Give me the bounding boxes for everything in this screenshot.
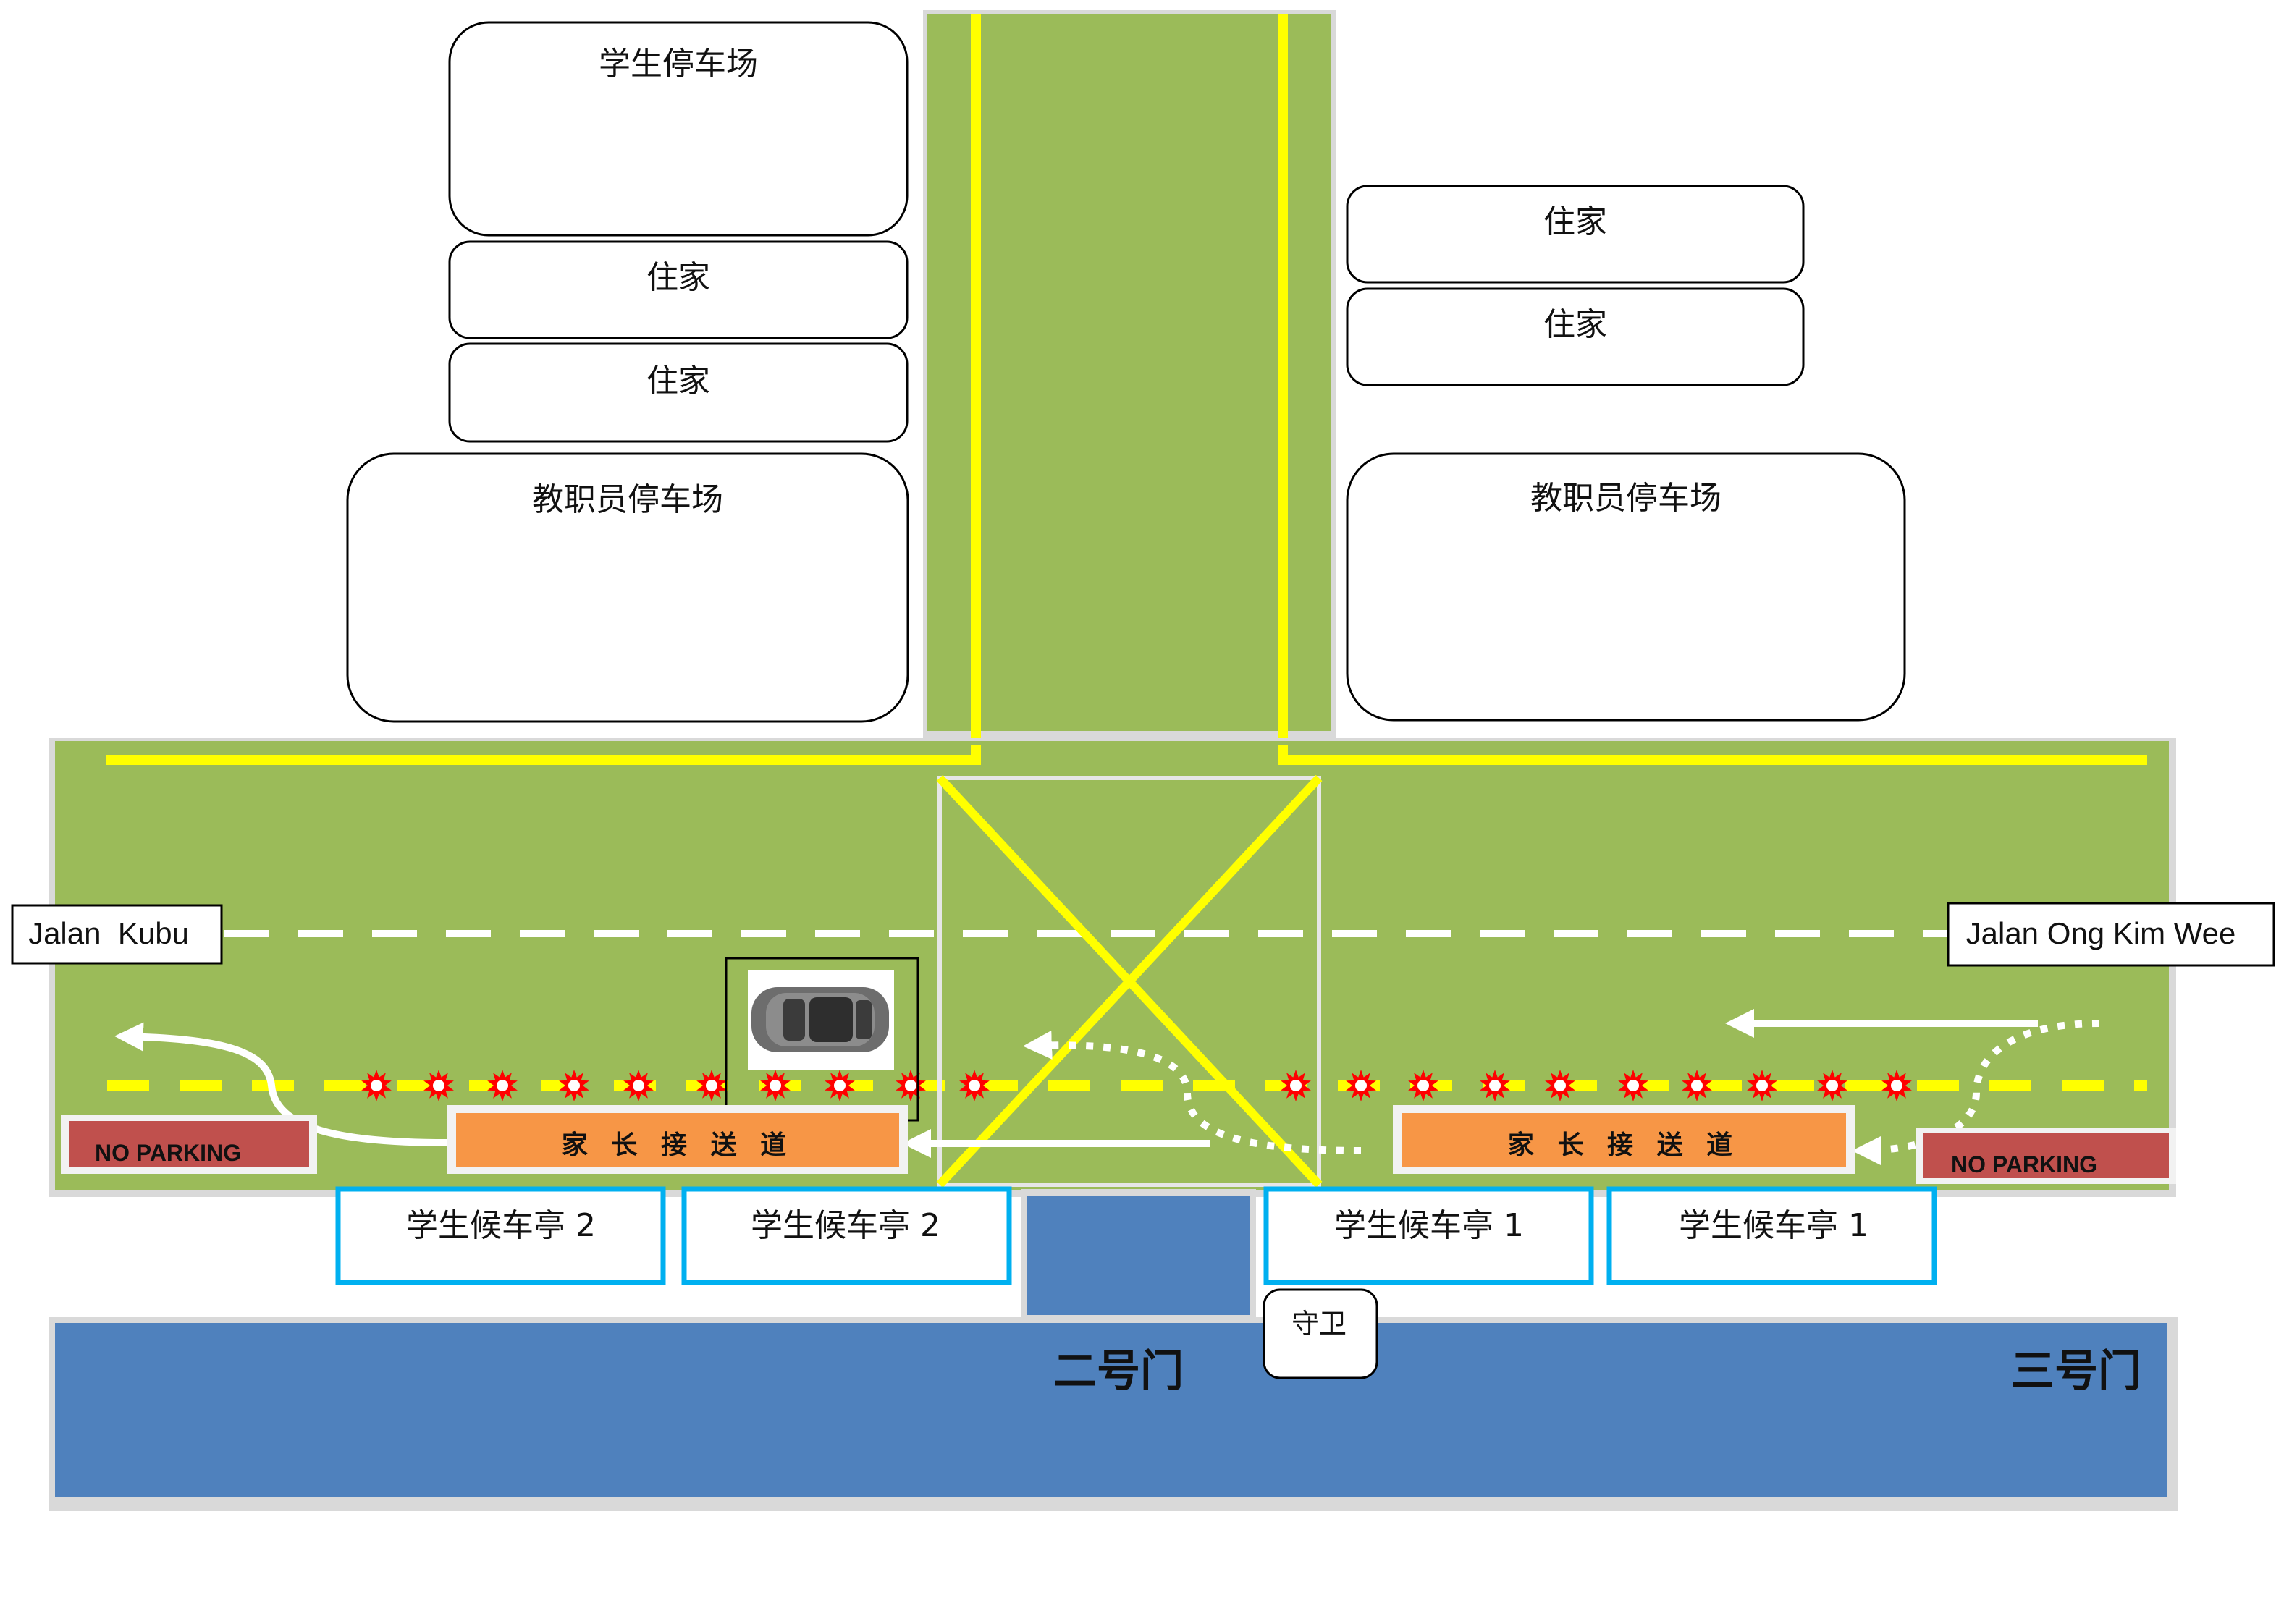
residence-left-1: 住家 (448, 240, 909, 339)
red-starburst-icon (1408, 1070, 1438, 1101)
road-label-left: Jalan Kubu (11, 904, 223, 965)
guard-post: 守卫 (1263, 1288, 1378, 1379)
red-starburst-icon (959, 1070, 990, 1101)
red-starburst-icon (487, 1070, 518, 1101)
no-parking-label: NO PARKING (1951, 1151, 2097, 1177)
dotted-arrow-icon (1852, 1020, 2100, 1165)
no-parking-sign-right: NO PARKING (1916, 1128, 2176, 1184)
residence-label: 住家 (1543, 306, 1607, 343)
shelter-label: 学生候车亭 1 (1679, 1207, 1868, 1244)
residence-label: 住家 (646, 259, 710, 296)
curved-arrow-icon (114, 1022, 448, 1146)
residence-right-2: 住家 (1346, 287, 1805, 386)
residence-right-1: 住家 (1346, 185, 1805, 284)
road-name-jalan-kubu: Jalan Kubu (28, 916, 189, 950)
gate-3-label: 三号门 (2011, 1346, 2141, 1397)
student-shelter-1b: 学生候车亭 1 (1606, 1186, 1937, 1285)
pickup-lane-label: 家 长 接 送 道 (1508, 1130, 1740, 1160)
no-parking-sign-left: NO PARKING (61, 1115, 317, 1174)
staff-parking-lot-left: 教职员停车场 (346, 452, 909, 723)
dotted-arrow-icon (1023, 1030, 1362, 1154)
red-starburst-icon (1881, 1070, 1912, 1101)
no-parking-label: NO PARKING (95, 1140, 241, 1166)
red-starburst-icon (1682, 1070, 1712, 1101)
red-starburst-icon (423, 1070, 454, 1101)
guard-label: 守卫 (1291, 1308, 1347, 1340)
red-starburst-icon (623, 1070, 654, 1101)
residence-left-2: 住家 (448, 342, 909, 443)
red-starburst-icon (1480, 1070, 1510, 1101)
car-top-view-icon (725, 957, 919, 1122)
shelter-label: 学生候车亭 2 (406, 1207, 596, 1244)
parent-pickup-lane-right: 家 长 接 送 道 (1393, 1105, 1855, 1174)
school-building: 二号门 三号门 (49, 1317, 2178, 1511)
shelter-label: 学生候车亭 2 (751, 1207, 940, 1244)
residence-label: 住家 (646, 363, 710, 399)
staff-parking-label: 教职员停车场 (532, 481, 723, 518)
main-road (49, 738, 2176, 1197)
red-starburst-icon (760, 1070, 791, 1101)
gate-block (1021, 1189, 1256, 1323)
vertical-road (923, 10, 1336, 766)
red-starburst-icon (1346, 1070, 1376, 1101)
red-starburst-icon (361, 1070, 392, 1101)
staff-parking-lot-right: 教职员停车场 (1346, 452, 1906, 722)
gate-2-label: 二号门 (1053, 1346, 1184, 1397)
pickup-lane-label: 家 长 接 送 道 (562, 1130, 793, 1160)
road-name-jalan-ong-kim-wee: Jalan Ong Kim Wee (1966, 916, 2236, 950)
student-shelter-2a: 学生候车亭 2 (335, 1186, 666, 1285)
road-label-right: Jalan Ong Kim Wee (1947, 902, 2275, 967)
staff-parking-label: 教职员停车场 (1530, 480, 1722, 517)
student-parking-lot: 学生停车场 (448, 21, 909, 237)
red-starburst-icon (1817, 1070, 1847, 1101)
red-starburst-icon (1281, 1070, 1311, 1101)
red-starburst-icon (696, 1070, 727, 1101)
residence-label: 住家 (1543, 203, 1607, 240)
red-starburst-icon (1618, 1070, 1648, 1101)
traffic-flow-arrows (114, 1009, 2100, 1165)
student-parking-label: 学生停车场 (599, 46, 758, 83)
red-starburst-icon (825, 1070, 855, 1101)
red-starburst-icon (559, 1070, 589, 1101)
red-starburst-icon (1747, 1070, 1777, 1101)
red-starburst-icon (1545, 1070, 1575, 1101)
shelter-label: 学生候车亭 1 (1334, 1207, 1524, 1244)
student-shelter-1a: 学生候车亭 1 (1263, 1186, 1594, 1285)
student-shelter-2b: 学生候车亭 2 (681, 1186, 1012, 1285)
parent-pickup-lane-left: 家 长 接 送 道 (447, 1105, 908, 1174)
